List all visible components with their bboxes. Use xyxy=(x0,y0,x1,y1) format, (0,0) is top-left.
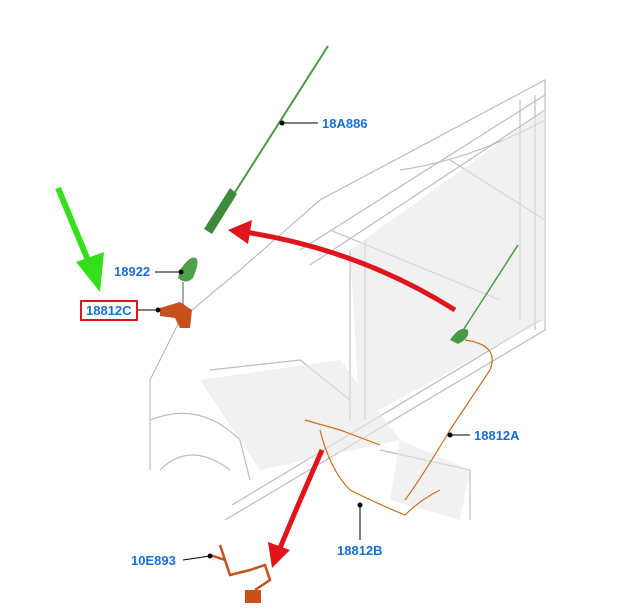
antenna-base xyxy=(178,257,198,305)
red-arrow-to-harness xyxy=(268,448,325,568)
installed-antenna xyxy=(450,244,519,344)
vehicle-body-fill xyxy=(200,110,545,520)
harness-10E893 xyxy=(209,544,272,603)
antenna-connector xyxy=(160,302,192,328)
label-10E893[interactable]: 10E893 xyxy=(131,553,176,568)
antenna-mast xyxy=(204,45,329,234)
green-arrow-to-connector xyxy=(55,186,104,292)
label-18812C-highlighted[interactable]: 18812C xyxy=(80,300,138,321)
leader-lines xyxy=(138,120,470,561)
red-arrow-to-antenna xyxy=(228,220,457,313)
label-18812A[interactable]: 18812A xyxy=(474,428,520,443)
label-18A886[interactable]: 18A886 xyxy=(322,116,368,131)
label-18922[interactable]: 18922 xyxy=(114,264,151,279)
antenna-cable xyxy=(304,339,493,516)
label-18812B[interactable]: 18812B xyxy=(337,543,383,558)
